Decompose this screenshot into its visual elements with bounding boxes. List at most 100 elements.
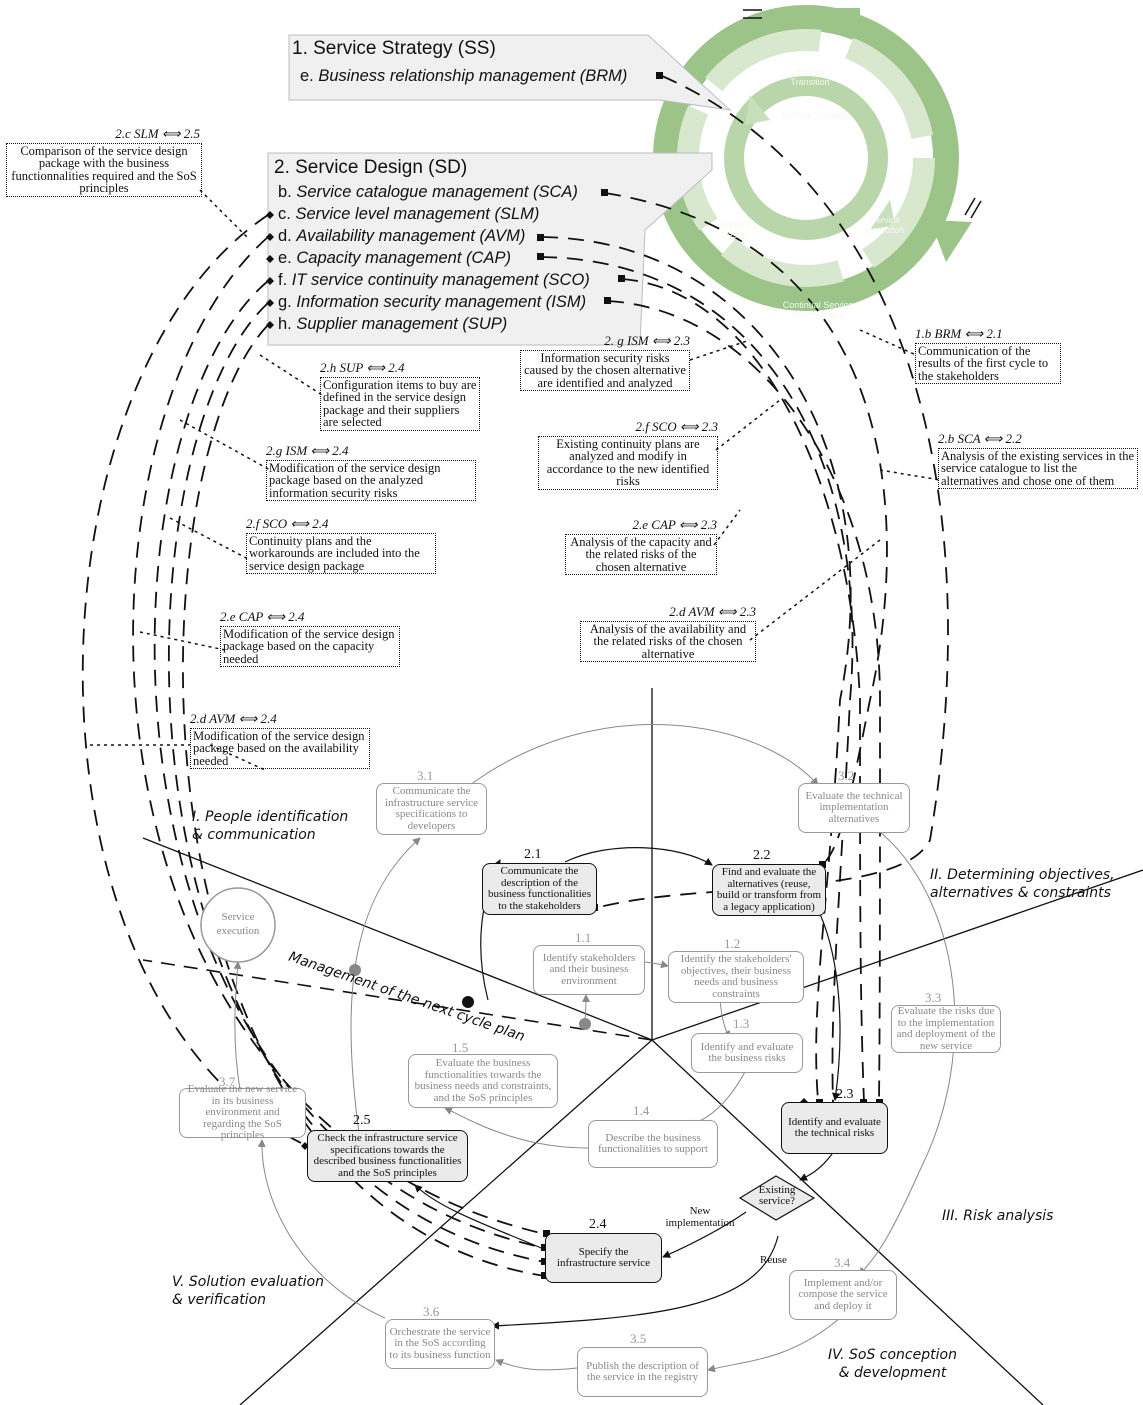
note-text: Analysis of the availability and the rel… bbox=[580, 620, 756, 662]
wheel-label-operation: Service Operation bbox=[865, 215, 905, 235]
sd-item-prefix: e. bbox=[278, 249, 292, 267]
note-text: Modification of the service design packa… bbox=[266, 459, 476, 501]
node-1-2: Identify the stakeholders' objectives, t… bbox=[668, 951, 804, 1003]
quadrant-evaluation: V. Solution evaluation & verification bbox=[172, 1274, 324, 1308]
note-sup-24: 2.h SUP ⟺ 2.4 Configuration items to buy… bbox=[320, 360, 480, 431]
note-head: 2.d AVM ⟺ 2.4 bbox=[190, 711, 277, 726]
node-3-1: Communicate the infrastructure service s… bbox=[376, 783, 487, 835]
itil-wheel bbox=[653, 5, 972, 311]
sd-item-sca: b. Service catalogue management (SCA) bbox=[278, 181, 590, 203]
wheel-label-strategy: Service Strategy bbox=[781, 110, 849, 120]
note-head: 2.e CAP ⟺ 2.3 bbox=[632, 517, 717, 532]
note-cap-23: 2.e CAP ⟺ 2.3 Analysis of the capacity a… bbox=[565, 517, 717, 575]
node-num: 2.3 bbox=[836, 1087, 854, 1102]
ss-panel-shape bbox=[288, 34, 732, 111]
wheel-out-arrows bbox=[964, 197, 982, 219]
note-sca-22: 2.b SCA ⟺ 2.2 Analysis of the existing s… bbox=[938, 431, 1138, 489]
note-head: 2.e CAP ⟺ 2.4 bbox=[220, 609, 305, 624]
sd-panel-title: 2. Service Design (SD) bbox=[274, 157, 468, 178]
quadrant-objectives: II. Determining objectives, alternatives… bbox=[930, 867, 1115, 901]
note-text: Information security risks caused by the… bbox=[520, 349, 690, 391]
edge-label-reuse: Reuse bbox=[760, 1254, 787, 1266]
node-num: 3.6 bbox=[423, 1304, 440, 1319]
wheel-in-arrows bbox=[743, 9, 762, 19]
decision-label: Existing service? bbox=[758, 1184, 796, 1207]
sd-item-avm: d. Availability management (AVM) bbox=[278, 225, 590, 247]
ss-item-brm: e. Business relationship management (BRM… bbox=[300, 65, 627, 87]
note-sco-23: 2.f SCO ⟺ 2.3 Existing continuity plans … bbox=[538, 420, 718, 490]
note-text: Comparison of the service design package… bbox=[6, 142, 202, 197]
sd-item-sup: h. Supplier management (SUP) bbox=[278, 313, 590, 335]
edge-label-new-implementation: New implementation bbox=[665, 1205, 735, 1229]
node-3-3: Evaluate the risks due to the implementa… bbox=[891, 1005, 1001, 1053]
note-ism-23: 2. g ISM ⟺ 2.3 Information security risk… bbox=[520, 333, 690, 391]
node-3-7: Evaluate the new service in its business… bbox=[179, 1084, 306, 1141]
sector-lines bbox=[142, 688, 1143, 1405]
node-1-4: Describe the business functionalities to… bbox=[588, 1120, 718, 1168]
note-leaders bbox=[90, 189, 941, 771]
node-num: 3.3 bbox=[925, 990, 942, 1005]
note-text: Modification of the service design packa… bbox=[190, 727, 370, 769]
wheel-label-transition: Service Transition bbox=[790, 67, 830, 87]
note-text: Continuity plans and the workarounds are… bbox=[246, 532, 436, 574]
spiral-dot bbox=[579, 1018, 591, 1030]
note-ism-24: 2.g ISM ⟺ 2.4 Modification of the servic… bbox=[266, 443, 476, 501]
ss-item-prefix: e. bbox=[300, 67, 314, 85]
node-num: 1.3 bbox=[733, 1016, 750, 1031]
node-3-6: Orchestrate the service in the SoS accor… bbox=[385, 1319, 495, 1369]
node-num: 2.4 bbox=[589, 1217, 607, 1232]
sd-item-cap: e. Capacity management (CAP) bbox=[278, 247, 590, 269]
node-2-5: Check the infrastructure service specifi… bbox=[307, 1130, 468, 1182]
service-execution-circle bbox=[200, 887, 276, 963]
sd-item-label: Service catalogue management (SCA) bbox=[296, 183, 578, 201]
note-head: 2. g ISM ⟺ 2.3 bbox=[604, 333, 690, 348]
sd-item-prefix: b. bbox=[278, 183, 292, 201]
node-num: 3.2 bbox=[838, 768, 855, 783]
note-sco-24: 2.f SCO ⟺ 2.4 Continuity plans and the w… bbox=[246, 516, 436, 574]
note-text: Modification of the service design packa… bbox=[220, 625, 400, 667]
node-num: 3.5 bbox=[630, 1331, 647, 1346]
node-num: 2.5 bbox=[353, 1113, 371, 1128]
wheel-label-design: Service Design bbox=[719, 220, 750, 240]
note-slm-25: 2.c SLM ⟺ 2.5 Comparison of the service … bbox=[6, 127, 202, 197]
spiral-inner bbox=[414, 847, 841, 1330]
node-num: 1.1 bbox=[575, 930, 592, 945]
sd-panel-shape bbox=[267, 152, 713, 346]
node-num: 2.2 bbox=[753, 848, 771, 863]
sd-item-label: Service level management (SLM) bbox=[295, 205, 540, 223]
node-3-4: Implement and/or compose the service and… bbox=[789, 1270, 897, 1320]
note-head: 2.h SUP ⟺ 2.4 bbox=[320, 360, 405, 375]
node-2-1: Communicate the description of the busin… bbox=[482, 863, 597, 915]
sd-item-slm: c. Service level management (SLM) bbox=[278, 203, 590, 225]
node-num: 3.1 bbox=[417, 768, 434, 783]
spiral-outer bbox=[233, 724, 956, 1373]
note-head: 2.b SCA ⟺ 2.2 bbox=[938, 431, 1022, 446]
right-dashed-links bbox=[540, 75, 949, 1103]
note-head: 1.b BRM ⟺ 2.1 bbox=[915, 326, 1003, 341]
sd-item-label: IT service continuity management (SCO) bbox=[291, 271, 590, 289]
node-num: 1.4 bbox=[633, 1103, 650, 1118]
service-design-panel: 2. Service Design (SD) b. Service catalo… bbox=[274, 157, 590, 335]
decision-diamond bbox=[738, 1175, 816, 1221]
note-text: Communication of the results of the firs… bbox=[915, 342, 1061, 384]
note-cap-24: 2.e CAP ⟺ 2.4 Modification of the servic… bbox=[220, 609, 400, 667]
note-head: 2.f SCO ⟺ 2.4 bbox=[246, 516, 329, 531]
node-num: 3.7 bbox=[219, 1074, 236, 1089]
spiral-dot bbox=[349, 964, 361, 976]
quadrant-sos: IV. SoS conception & development bbox=[828, 1347, 957, 1381]
sd-item-label: Information security management (ISM) bbox=[296, 293, 587, 311]
note-avm-23: 2.d AVM ⟺ 2.3 Analysis of the availabili… bbox=[580, 605, 756, 662]
quadrant-risk: III. Risk analysis bbox=[942, 1208, 1054, 1224]
node-num: 2.1 bbox=[524, 847, 542, 862]
service-execution-label: Service execution bbox=[216, 911, 260, 937]
node-1-3: Identify and evaluate the business risks bbox=[691, 1033, 803, 1073]
node-num: 1.2 bbox=[724, 936, 741, 951]
note-text: Analysis of the capacity and the related… bbox=[565, 533, 717, 575]
node-2-4: Specify the infrastructure service bbox=[545, 1233, 662, 1283]
wheel-label-improvement: Continual Service Improvement bbox=[782, 300, 854, 320]
spiral-dot bbox=[462, 996, 474, 1008]
note-head: 2.g ISM ⟺ 2.4 bbox=[266, 443, 349, 458]
sd-item-label: Availability management (AVM) bbox=[296, 227, 526, 245]
sd-item-prefix: c. bbox=[278, 205, 291, 223]
